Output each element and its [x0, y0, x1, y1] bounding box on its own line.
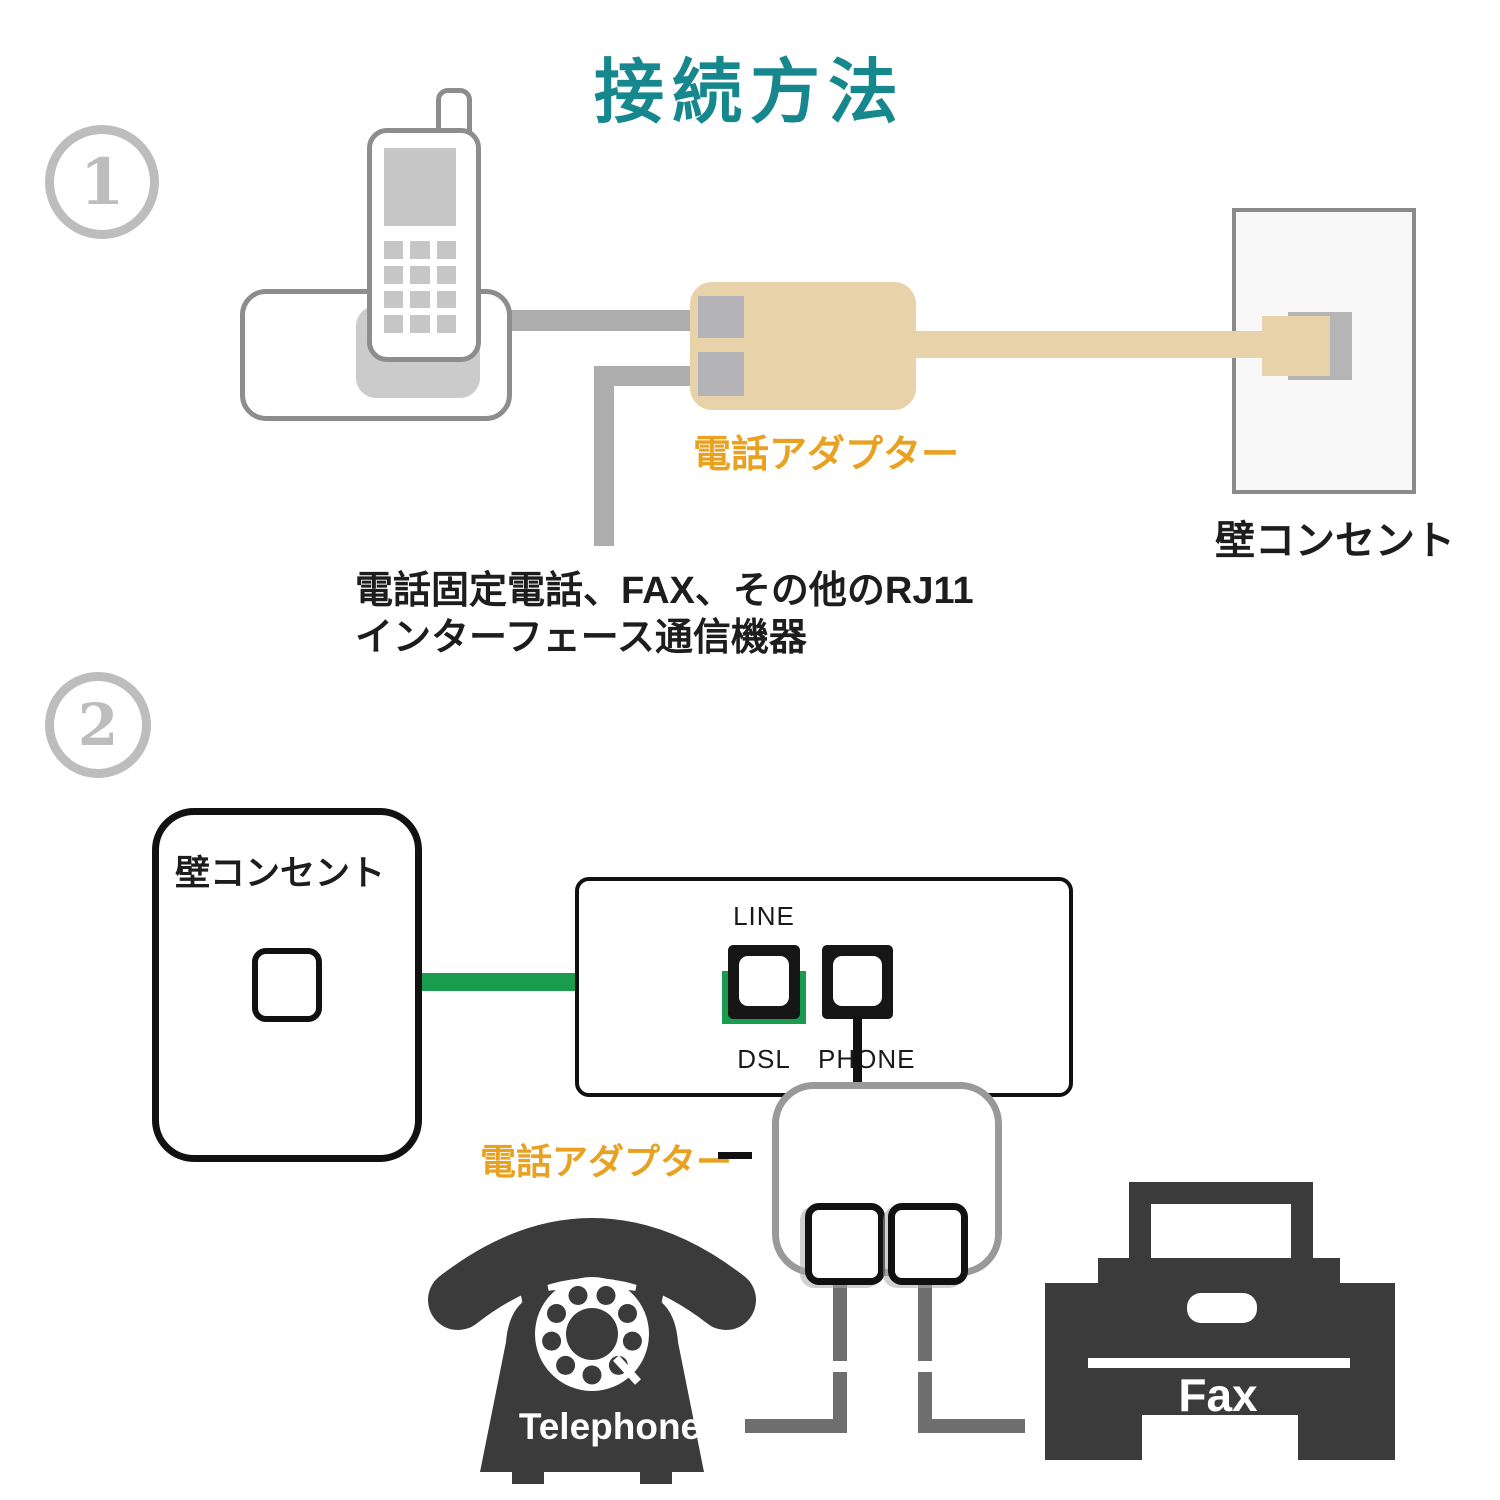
- cable-to-telephone-horizontal: [745, 1419, 847, 1433]
- caption-line-2: インターフェース通信機器: [355, 617, 807, 659]
- step-number: 1: [79, 144, 125, 220]
- fax-lower-body: [1098, 1360, 1340, 1415]
- telephone-label: Telephone: [518, 1406, 702, 1447]
- keypad-key: [384, 241, 404, 259]
- fax-label: Fax: [1178, 1369, 1258, 1421]
- fax-slot: [1187, 1293, 1257, 1323]
- adapter-port-left: [805, 1203, 885, 1285]
- rotary-phone-icon: [428, 1218, 756, 1484]
- wall-plug: [1262, 316, 1330, 376]
- keypad-key: [436, 290, 456, 309]
- cable-to-fax-horizontal: [918, 1419, 1025, 1433]
- keypad-key: [436, 241, 456, 259]
- adapter-port-right: [888, 1203, 968, 1285]
- wall-label: 壁コンセント: [1215, 519, 1455, 563]
- keypad-key: [384, 290, 404, 309]
- fax-separator-line: [1088, 1358, 1350, 1368]
- cable-adapter-to-wall: [910, 331, 1272, 358]
- cable-phone-port-to-adapter: [853, 1016, 862, 1092]
- keypad-key: [436, 315, 456, 333]
- cable-to-telephone-lower: [833, 1372, 847, 1433]
- dial-finger-stop: [613, 1355, 641, 1385]
- step1-caption: 電話固定電話、FAX、その他のRJ11 インターフェース通信機器: [355, 568, 974, 662]
- phone-handset: [428, 1218, 756, 1330]
- circled-number-2-icon: 2: [45, 672, 151, 778]
- handset-keypad: [384, 241, 456, 333]
- outlet-jack: [252, 948, 322, 1022]
- fax-left-tower: [1045, 1283, 1098, 1460]
- fax-leg-right: [1298, 1415, 1340, 1460]
- cable-base-to-adapter: [498, 310, 704, 331]
- fax-machine-icon: [1045, 1182, 1395, 1460]
- keypad-key: [410, 290, 430, 309]
- modem-dsl-port: [728, 945, 800, 1019]
- wall-outlet-label: 壁コンセント: [174, 854, 385, 893]
- page-title: 接続方法: [594, 53, 906, 131]
- keypad-key: [436, 265, 456, 284]
- port-opening: [833, 956, 882, 1006]
- keypad-key: [384, 315, 404, 333]
- modem-line-label: LINE: [733, 901, 795, 931]
- keypad-key: [410, 241, 430, 259]
- cable-adapter-branch-horizontal: [594, 366, 704, 386]
- modem-phone-label: PHONE: [818, 1044, 916, 1074]
- cable-to-telephone-upper: [833, 1273, 847, 1361]
- cable-to-fax-lower: [918, 1372, 932, 1433]
- cable-adapter-branch-vertical: [594, 366, 614, 546]
- handset-screen: [384, 148, 456, 226]
- cable-to-fax-upper: [918, 1273, 932, 1361]
- keypad-key: [384, 265, 404, 284]
- adapter-plug-bottom: [698, 352, 744, 396]
- adapter-label: 電話アダプター: [693, 434, 960, 476]
- adapter-label: 電話アダプター: [480, 1141, 733, 1182]
- circled-number-1-icon: 1: [45, 125, 159, 239]
- step-number: 2: [77, 691, 119, 759]
- caption-line-1: 電話固定電話、FAX、その他のRJ11: [355, 570, 974, 612]
- adapter-plug-top: [698, 296, 744, 338]
- fax-leg-left: [1098, 1415, 1142, 1460]
- dial-center: [566, 1308, 618, 1360]
- adapter-callout-dash: [718, 1152, 752, 1159]
- port-opening: [739, 956, 789, 1006]
- modem-dsl-label: DSL: [737, 1044, 791, 1074]
- modem-phone-port: [822, 945, 893, 1019]
- keypad-key: [410, 265, 430, 284]
- keypad-key: [410, 315, 430, 333]
- fax-right-tower: [1340, 1283, 1395, 1460]
